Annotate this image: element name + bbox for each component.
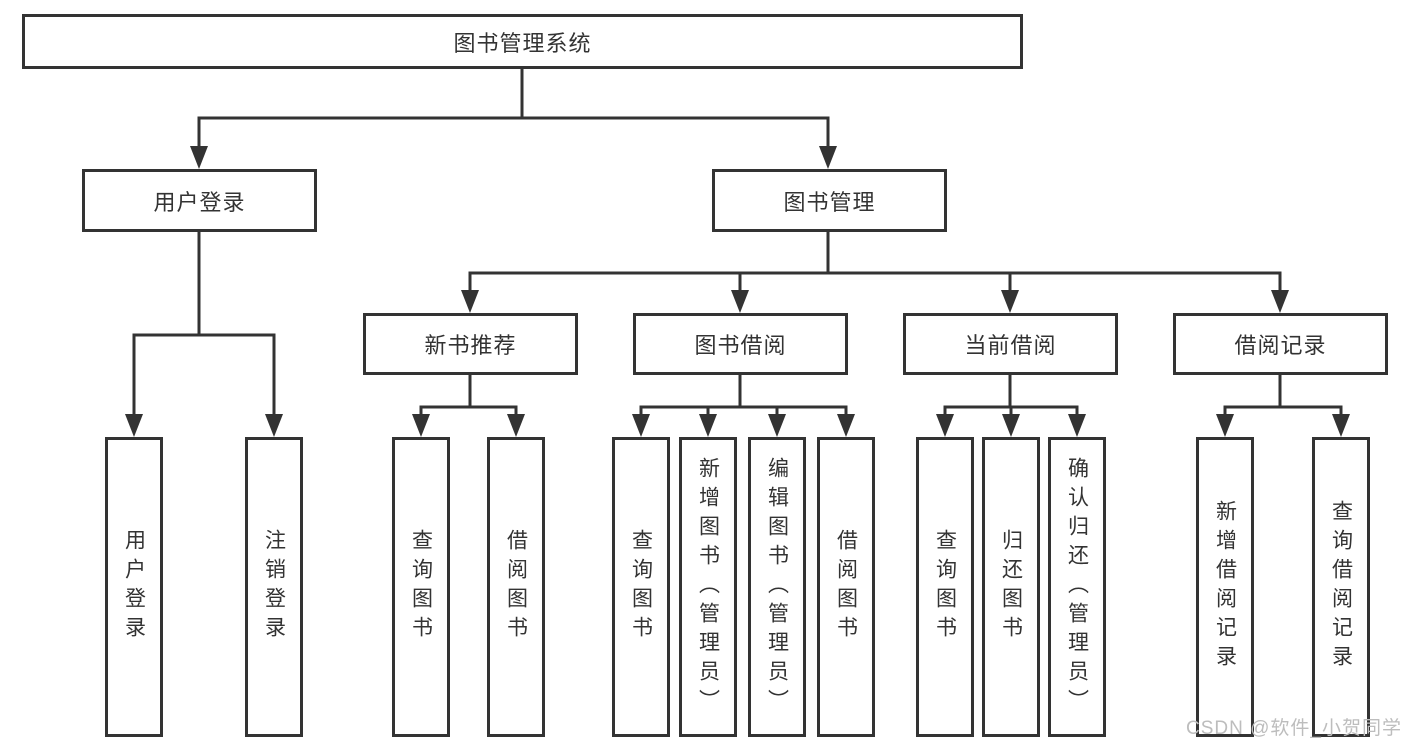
node-label: 图书管理系统	[453, 30, 592, 56]
leaf-query-books-recommend: 查询图书	[392, 437, 450, 737]
node-book-borrow: 图书借阅	[633, 313, 848, 375]
node-user-login: 用户登录	[82, 169, 317, 232]
node-label: 查询图书	[409, 529, 433, 645]
leaf-add-borrow-record: 新增借阅记录	[1196, 437, 1254, 737]
node-label: 查询图书	[629, 529, 653, 645]
node-label: 借阅图书	[504, 529, 528, 645]
node-label: 新增借阅记录	[1213, 500, 1237, 674]
node-label: 借阅记录	[1234, 333, 1327, 358]
node-label: 编辑图书（管理员）	[765, 456, 789, 718]
node-label: 图书管理	[783, 189, 876, 215]
node-label: 查询借阅记录	[1329, 500, 1353, 674]
node-label: 查询图书	[933, 529, 957, 645]
leaf-query-books-borrow: 查询图书	[612, 437, 670, 737]
leaf-add-books-admin: 新增图书（管理员）	[679, 437, 737, 737]
node-label: 图书借阅	[694, 333, 787, 358]
node-label: 用户登录	[122, 529, 146, 645]
leaf-query-books-current: 查询图书	[916, 437, 974, 737]
leaf-confirm-return-admin: 确认归还（管理员）	[1048, 437, 1106, 737]
node-label: 当前借阅	[964, 333, 1057, 358]
node-book-management: 图书管理	[712, 169, 947, 232]
csdn-watermark: CSDN @软件_小贺同学	[1186, 718, 1402, 739]
leaf-return-books: 归还图书	[982, 437, 1040, 737]
leaf-borrow-books: 借阅图书	[817, 437, 875, 737]
node-label: 新书推荐	[424, 333, 517, 358]
node-borrow-records: 借阅记录	[1173, 313, 1388, 375]
node-current-borrow: 当前借阅	[903, 313, 1118, 375]
node-label: 用户登录	[153, 189, 246, 215]
leaf-edit-books-admin: 编辑图书（管理员）	[748, 437, 806, 737]
node-label: 确认归还（管理员）	[1065, 456, 1089, 718]
leaf-borrow-books-recommend: 借阅图书	[487, 437, 545, 737]
leaf-query-borrow-record: 查询借阅记录	[1312, 437, 1370, 737]
node-label: 新增图书（管理员）	[696, 456, 720, 718]
leaf-logout: 注销登录	[245, 437, 303, 737]
leaf-user-login: 用户登录	[105, 437, 163, 737]
node-label: 归还图书	[999, 529, 1023, 645]
node-new-book-recommend: 新书推荐	[363, 313, 578, 375]
node-label: 注销登录	[262, 529, 286, 645]
node-root-library-system: 图书管理系统	[22, 14, 1023, 69]
node-label: 借阅图书	[834, 529, 858, 645]
